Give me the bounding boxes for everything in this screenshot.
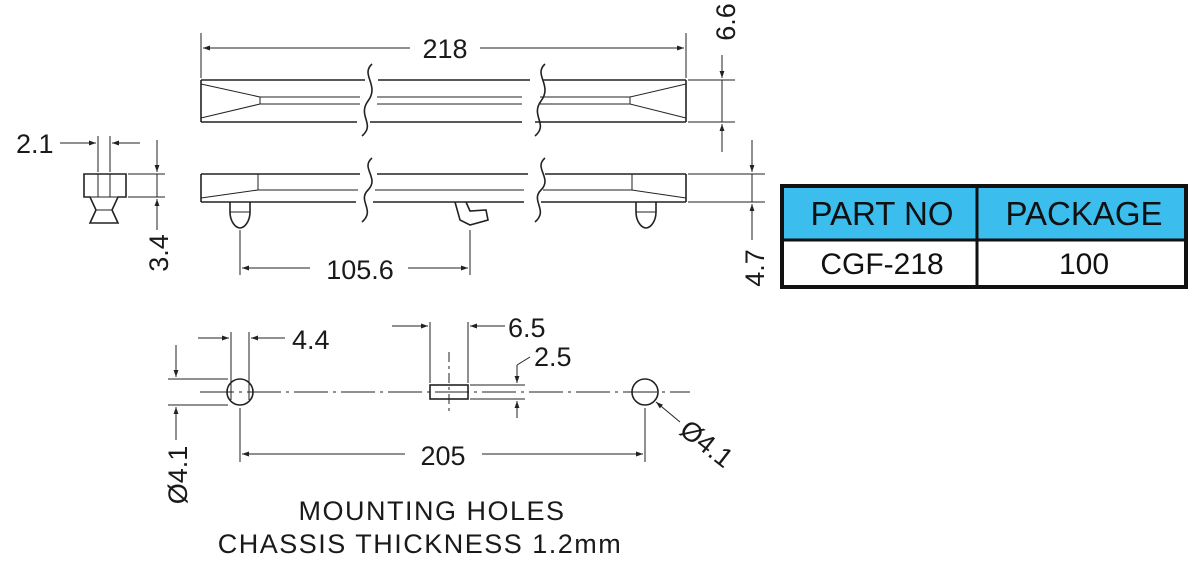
dim-3-4: 3.4: [144, 234, 174, 272]
dim-6-5: 6.5: [508, 313, 546, 343]
table-cell-part-no: CGF-218: [820, 248, 943, 281]
mounting-holes-view: 4.4 6.5 2.5 Ø4.1 Ø4.1 205: [163, 313, 739, 504]
caption-mounting-holes: MOUNTING HOLES: [298, 496, 565, 526]
dim-2-1: 2.1: [16, 129, 54, 159]
table-header-package: PACKAGE: [1005, 195, 1162, 232]
dim-2-5: 2.5: [534, 342, 572, 372]
mounting-hole-right: [631, 378, 659, 406]
caption-chassis-thickness: CHASSIS THICKNESS 1.2mm: [218, 529, 623, 559]
dim-4-4: 4.4: [292, 325, 330, 355]
dim-dia-right: Ø4.1: [674, 414, 739, 474]
dim-105-6: 105.6: [326, 255, 394, 285]
mounting-hole-left: [226, 378, 254, 406]
side-view: 2.1 3.4: [16, 129, 174, 272]
part-table: PART NO PACKAGE CGF-218 100: [780, 184, 1188, 289]
dim-6-6: 6.6: [711, 3, 741, 41]
front-view: 105.6 4.7: [200, 140, 770, 287]
table-cell-package: 100: [1059, 248, 1109, 281]
top-view: 218 6.6: [200, 3, 741, 152]
dim-205: 205: [420, 441, 465, 471]
dim-218: 218: [422, 34, 467, 64]
table-header-part-no: PART NO: [810, 195, 953, 232]
dim-4-7: 4.7: [740, 249, 770, 287]
dim-dia-left: Ø4.1: [163, 446, 193, 505]
